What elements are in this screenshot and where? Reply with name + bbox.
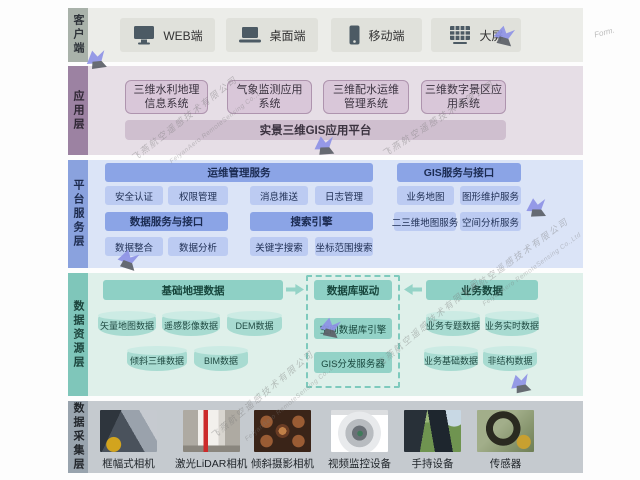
client-web-label: WEB端 [163, 28, 203, 43]
watermark-logo-icon [117, 249, 140, 271]
lidar-camera-label: 激光LiDAR相机 [175, 458, 248, 470]
device-oblique-camera: 倾斜摄影相机 [251, 410, 314, 471]
frame-camera-label: 框幅式相机 [102, 458, 155, 470]
app-system-water-gis: 三维水利地理 信息系统 [125, 80, 208, 114]
watermark-logo-icon [319, 317, 341, 339]
ops-item-auth: 安全认证 [105, 186, 163, 205]
client-layer-content: WEB端 桌面端 移动端 大屏 [88, 8, 583, 62]
search-item-keyword: 关键字搜索 [250, 237, 308, 256]
client-layer-label: 客户端 [68, 8, 88, 62]
gis-platform-bar: 实景三维GIS应用平台 [125, 120, 506, 140]
device-lidar-camera: 激光LiDAR相机 [175, 410, 247, 471]
oblique-3d-label: 倾斜三维数据 [129, 356, 184, 366]
watermark-logo-icon [314, 136, 335, 155]
data-service-header: 数据服务与接口 [105, 212, 228, 231]
gis-item-23dmap: 二三维地图服务 [392, 212, 458, 231]
cylinder-biz-realtime: 业务实时数据 [485, 311, 540, 336]
platform-layer-band: 平台服务层 运维管理服务 GIS服务与接口 安全认证 权限管理 消息推送 日志管… [68, 160, 583, 268]
sensor-cable-photo [477, 410, 534, 452]
app-system-scenic: 三维数字景区应 用系统 [421, 80, 506, 114]
device-frame-camera: 框幅式相机 [100, 410, 157, 471]
search-item-coord: 坐标范围搜索 [315, 237, 373, 256]
cylinder-remote-sensing: 遥感影像数据 [162, 311, 220, 336]
ops-service-header: 运维管理服务 [105, 163, 373, 182]
data-item-merge: 数据整合 [105, 237, 163, 256]
collection-layer-content: 框幅式相机 激光LiDAR相机 倾斜摄影相机 视频监控设备 手持设备 传感器 [88, 401, 583, 473]
watermark-logo-icon [526, 198, 546, 217]
ops-item-push: 消息推送 [250, 186, 308, 205]
video-surveillance-photo [331, 410, 388, 452]
oblique-camera-photo [254, 410, 311, 452]
bim-label: BIM数据 [203, 356, 238, 366]
arrow-right-icon [286, 284, 304, 295]
vector-map-label: 矢量地图数据 [99, 321, 154, 331]
biz-realtime-label: 业务实时数据 [485, 321, 540, 331]
device-handheld: 手持设备 [404, 410, 461, 471]
frame-camera-photo [100, 410, 157, 452]
cylinder-biz-base: 业务基础数据 [424, 346, 479, 371]
dem-label: DEM数据 [235, 321, 274, 331]
client-web-box: WEB端 [120, 18, 215, 52]
watermark-logo-icon [511, 373, 532, 394]
resource-layer-label: 数据资源层 [68, 273, 88, 396]
lidar-camera-photo [182, 410, 240, 452]
handheld-device-label: 手持设备 [411, 458, 454, 470]
ops-item-log: 日志管理 [315, 186, 373, 205]
app-system-weather: 气象监测应用 系统 [227, 80, 312, 114]
handheld-device-photo [404, 410, 461, 452]
collection-layer-band: 数据采集层 框幅式相机 激光LiDAR相机 倾斜摄影相机 视频监控设备 手持设备 [68, 401, 583, 473]
search-engine-header: 搜索引擎 [250, 212, 373, 231]
gis-item-spatial: 空间分析服务 [460, 212, 521, 231]
client-desktop-label: 桌面端 [269, 28, 306, 43]
client-bigscreen-label: 大屏 [479, 28, 504, 43]
ops-item-perm: 权限管理 [168, 186, 228, 205]
db-driver-header: 数据库驱动 [314, 280, 392, 300]
business-data-header: 业务数据 [426, 280, 538, 300]
desktop-icon [134, 25, 155, 44]
watermark-logo-icon [86, 50, 107, 70]
biz-base-label: 业务基础数据 [424, 356, 479, 366]
client-mobile-label: 移动端 [368, 28, 405, 43]
gis-dispatch-server-box: GIS分发服务器 [314, 352, 392, 373]
cylinder-oblique-3d: 倾斜三维数据 [127, 346, 187, 371]
client-mobile-box: 移动端 [331, 18, 422, 52]
app-system-water-ops: 三维配水运维 管理系统 [323, 80, 409, 114]
platform-layer-label: 平台服务层 [68, 160, 88, 268]
cylinder-biz-theme: 业务专题数据 [426, 311, 481, 336]
gis-service-header: GIS服务与接口 [397, 163, 521, 182]
biz-theme-label: 业务专题数据 [426, 321, 481, 331]
cylinder-bim: BIM数据 [194, 346, 248, 371]
cylinder-dem: DEM数据 [227, 311, 282, 336]
device-video-surveillance: 视频监控设备 [328, 410, 391, 471]
unstructured-label: 非结构数据 [487, 356, 533, 366]
base-geo-header: 基础地理数据 [103, 280, 283, 300]
laptop-icon [239, 27, 262, 43]
gis-item-graphic: 图形维护服务 [460, 186, 521, 205]
cylinder-unstructured: 非结构数据 [483, 346, 537, 371]
big-screen-icon [450, 25, 471, 44]
platform-layer-content: 运维管理服务 GIS服务与接口 安全认证 权限管理 消息推送 日志管理 业务地图… [88, 160, 583, 268]
data-item-analysis: 数据分析 [168, 237, 228, 256]
application-layer-content: 三维水利地理 信息系统 气象监测应用 系统 三维配水运维 管理系统 三维数字景区… [88, 66, 583, 155]
watermark-corner-note: Form. [593, 25, 616, 40]
client-desktop-box: 桌面端 [226, 18, 318, 52]
oblique-camera-label: 倾斜摄影相机 [251, 458, 314, 470]
sensor-cable-label: 传感器 [489, 458, 522, 470]
db-driver-dashed-frame [306, 275, 400, 388]
application-layer-label: 应用层 [68, 66, 88, 155]
arrow-left-icon [404, 284, 422, 295]
remote-sensing-label: 遥感影像数据 [163, 321, 218, 331]
device-sensor: 传感器 [477, 410, 534, 471]
collection-layer-label: 数据采集层 [68, 401, 88, 473]
watermark-logo-icon [493, 25, 516, 47]
mobile-icon [349, 25, 360, 45]
application-layer-band: 应用层 三维水利地理 信息系统 气象监测应用 系统 三维配水运维 管理系统 三维… [68, 66, 583, 155]
client-layer-band: 客户端 WEB端 桌面端 移动端 大屏 [68, 8, 583, 62]
video-surveillance-label: 视频监控设备 [328, 458, 391, 470]
cylinder-vector-map: 矢量地图数据 [98, 311, 156, 336]
gis-item-bizmap: 业务地图 [397, 186, 454, 205]
